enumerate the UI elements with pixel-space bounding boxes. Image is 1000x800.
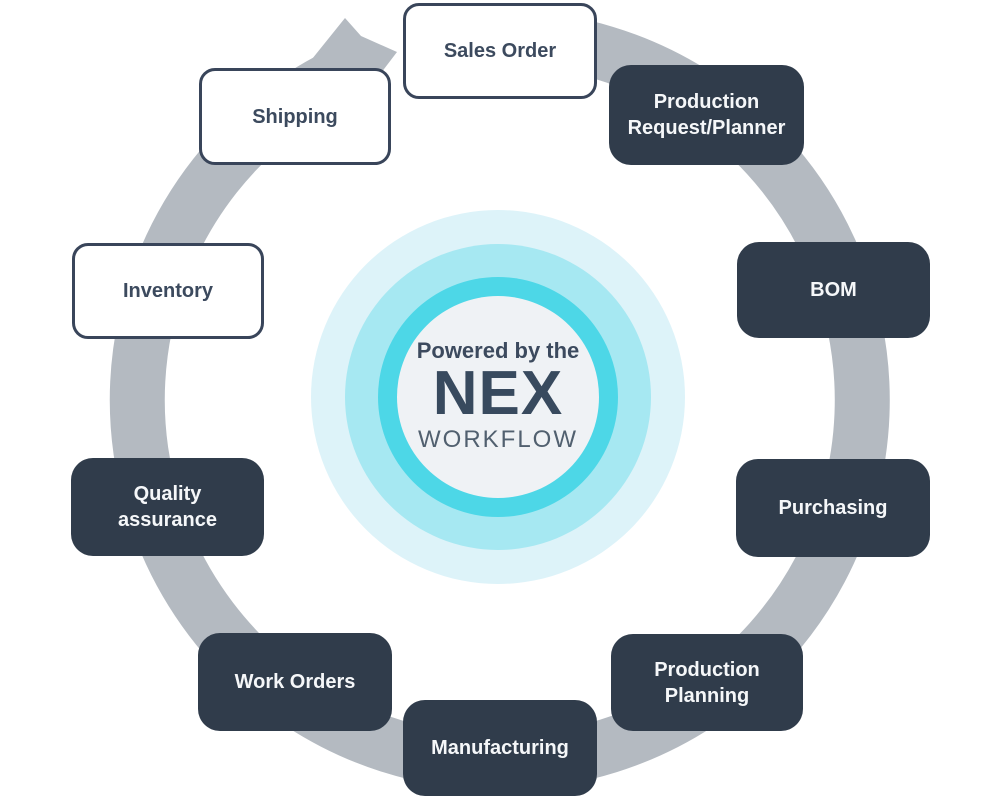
center-circle-inner [397,296,599,498]
brand-name: NEX [432,359,564,428]
node-manufacturing: Manufacturing [403,700,597,796]
node-quality-assurance: Quality assurance [71,458,264,556]
node-inventory: Inventory [72,243,264,339]
node-purchasing: Purchasing [736,459,930,557]
center-branding: Powered by the NEX WORKFLOW [348,338,648,454]
node-work-orders: Work Orders [198,633,392,731]
node-bom: BOM [737,242,930,338]
node-production-planning: Production Planning [611,634,803,731]
brand-subtitle: WORKFLOW [418,426,578,453]
clockwise-arrow-icon [308,18,397,80]
node-production-request-planner: Production Request/Planner [609,65,804,165]
center-tagline: Powered by the [416,338,580,363]
node-shipping: Shipping [199,68,391,165]
node-sales-order: Sales Order [403,3,597,99]
